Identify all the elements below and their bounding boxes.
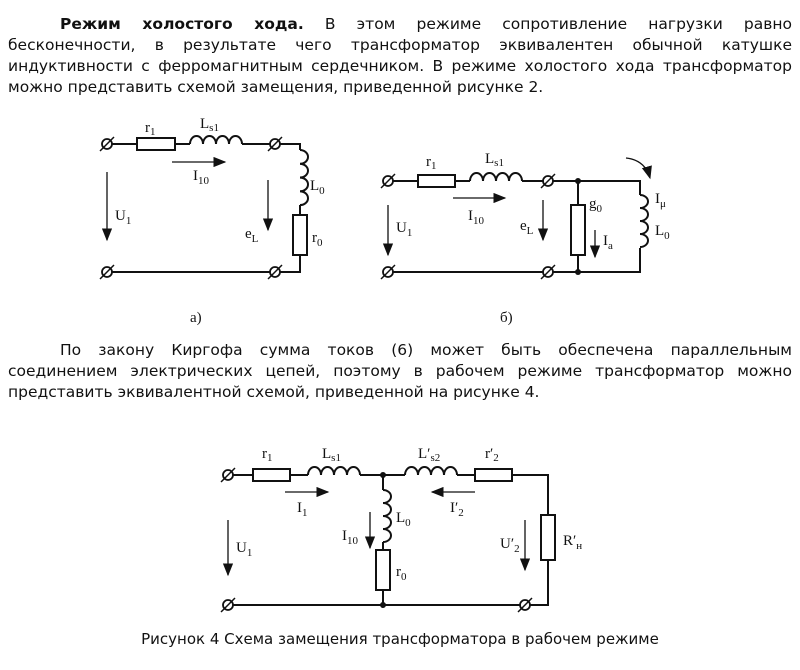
svg-text:U1: U1 <box>236 540 252 559</box>
resistor-r0 <box>292 214 308 256</box>
inductor-l0 <box>382 489 392 543</box>
resistor-r0 <box>375 549 391 591</box>
svg-text:U′2: U′2 <box>500 536 520 555</box>
inductor-l0 <box>639 194 649 248</box>
svg-text:r′2: r′2 <box>485 446 499 464</box>
svg-text:r1: r1 <box>426 154 437 172</box>
circuit-working-mode: r1 Ls1 L′s2 r′2 I1 I′2 U1 I10 L0 r0 U′2 … <box>220 446 582 613</box>
resistor-r1 <box>417 174 456 188</box>
svg-text:I10: I10 <box>193 168 210 187</box>
svg-text:r1: r1 <box>145 120 156 138</box>
svg-text:I10: I10 <box>342 528 359 547</box>
conductance-g0 <box>570 204 586 256</box>
svg-text:r0: r0 <box>312 230 323 249</box>
paragraph-text: В этом режиме сопротивление нагрузки рав… <box>8 15 792 96</box>
svg-text:I10: I10 <box>468 208 485 227</box>
figure-label-b: б) <box>500 310 513 326</box>
svg-text:Ia: Ia <box>603 233 613 252</box>
svg-text:L′s2: L′s2 <box>418 446 440 464</box>
svg-text:Ls1: Ls1 <box>200 116 219 134</box>
svg-text:U1: U1 <box>396 220 412 239</box>
svg-text:U1: U1 <box>115 208 131 227</box>
svg-text:Ls1: Ls1 <box>485 151 504 169</box>
circuit-b: r1 Ls1 I10 U1 eL g0 Ia Iμ L0 б) <box>380 151 670 326</box>
svg-text:L0: L0 <box>655 223 670 242</box>
circuit-a: r1 Ls1 I10 U1 eL L0 r0 а) <box>99 116 325 326</box>
figure-caption: Рисунок 4 Схема замещения трансформатора… <box>141 630 659 648</box>
svg-text:L0: L0 <box>396 510 411 529</box>
svg-text:I1: I1 <box>297 500 308 519</box>
inductor-ls1 <box>307 466 361 476</box>
inductor-ls1 <box>469 172 523 182</box>
inductor-ls1 <box>189 135 243 145</box>
resistor-r1 <box>252 468 291 482</box>
svg-text:Ls1: Ls1 <box>322 446 341 464</box>
paragraph-heading: Режим холостого хода. <box>60 15 304 33</box>
svg-text:g0: g0 <box>589 196 603 215</box>
paragraph-text: По закону Киргофа сумма токов (6) может … <box>8 341 792 401</box>
resistor-r1 <box>136 137 176 151</box>
inductor-ls2 <box>404 466 458 476</box>
svg-text:L0: L0 <box>310 178 325 197</box>
svg-text:eL: eL <box>245 226 259 245</box>
inductor-l0 <box>298 148 310 207</box>
svg-text:Iμ: Iμ <box>655 191 666 210</box>
figure-label-a: а) <box>190 310 202 326</box>
svg-text:R′н: R′н <box>563 533 582 552</box>
svg-text:r0: r0 <box>396 564 407 583</box>
paragraph-working-mode: По закону Киргофа сумма токов (6) может … <box>8 340 792 403</box>
resistor-rn <box>540 514 556 561</box>
svg-text:r1: r1 <box>262 446 273 464</box>
svg-text:eL: eL <box>520 218 534 237</box>
svg-text:I′2: I′2 <box>450 500 464 519</box>
resistor-r2 <box>474 468 513 482</box>
paragraph-idle-mode: Режим холостого хода. В этом режиме сопр… <box>8 14 792 98</box>
